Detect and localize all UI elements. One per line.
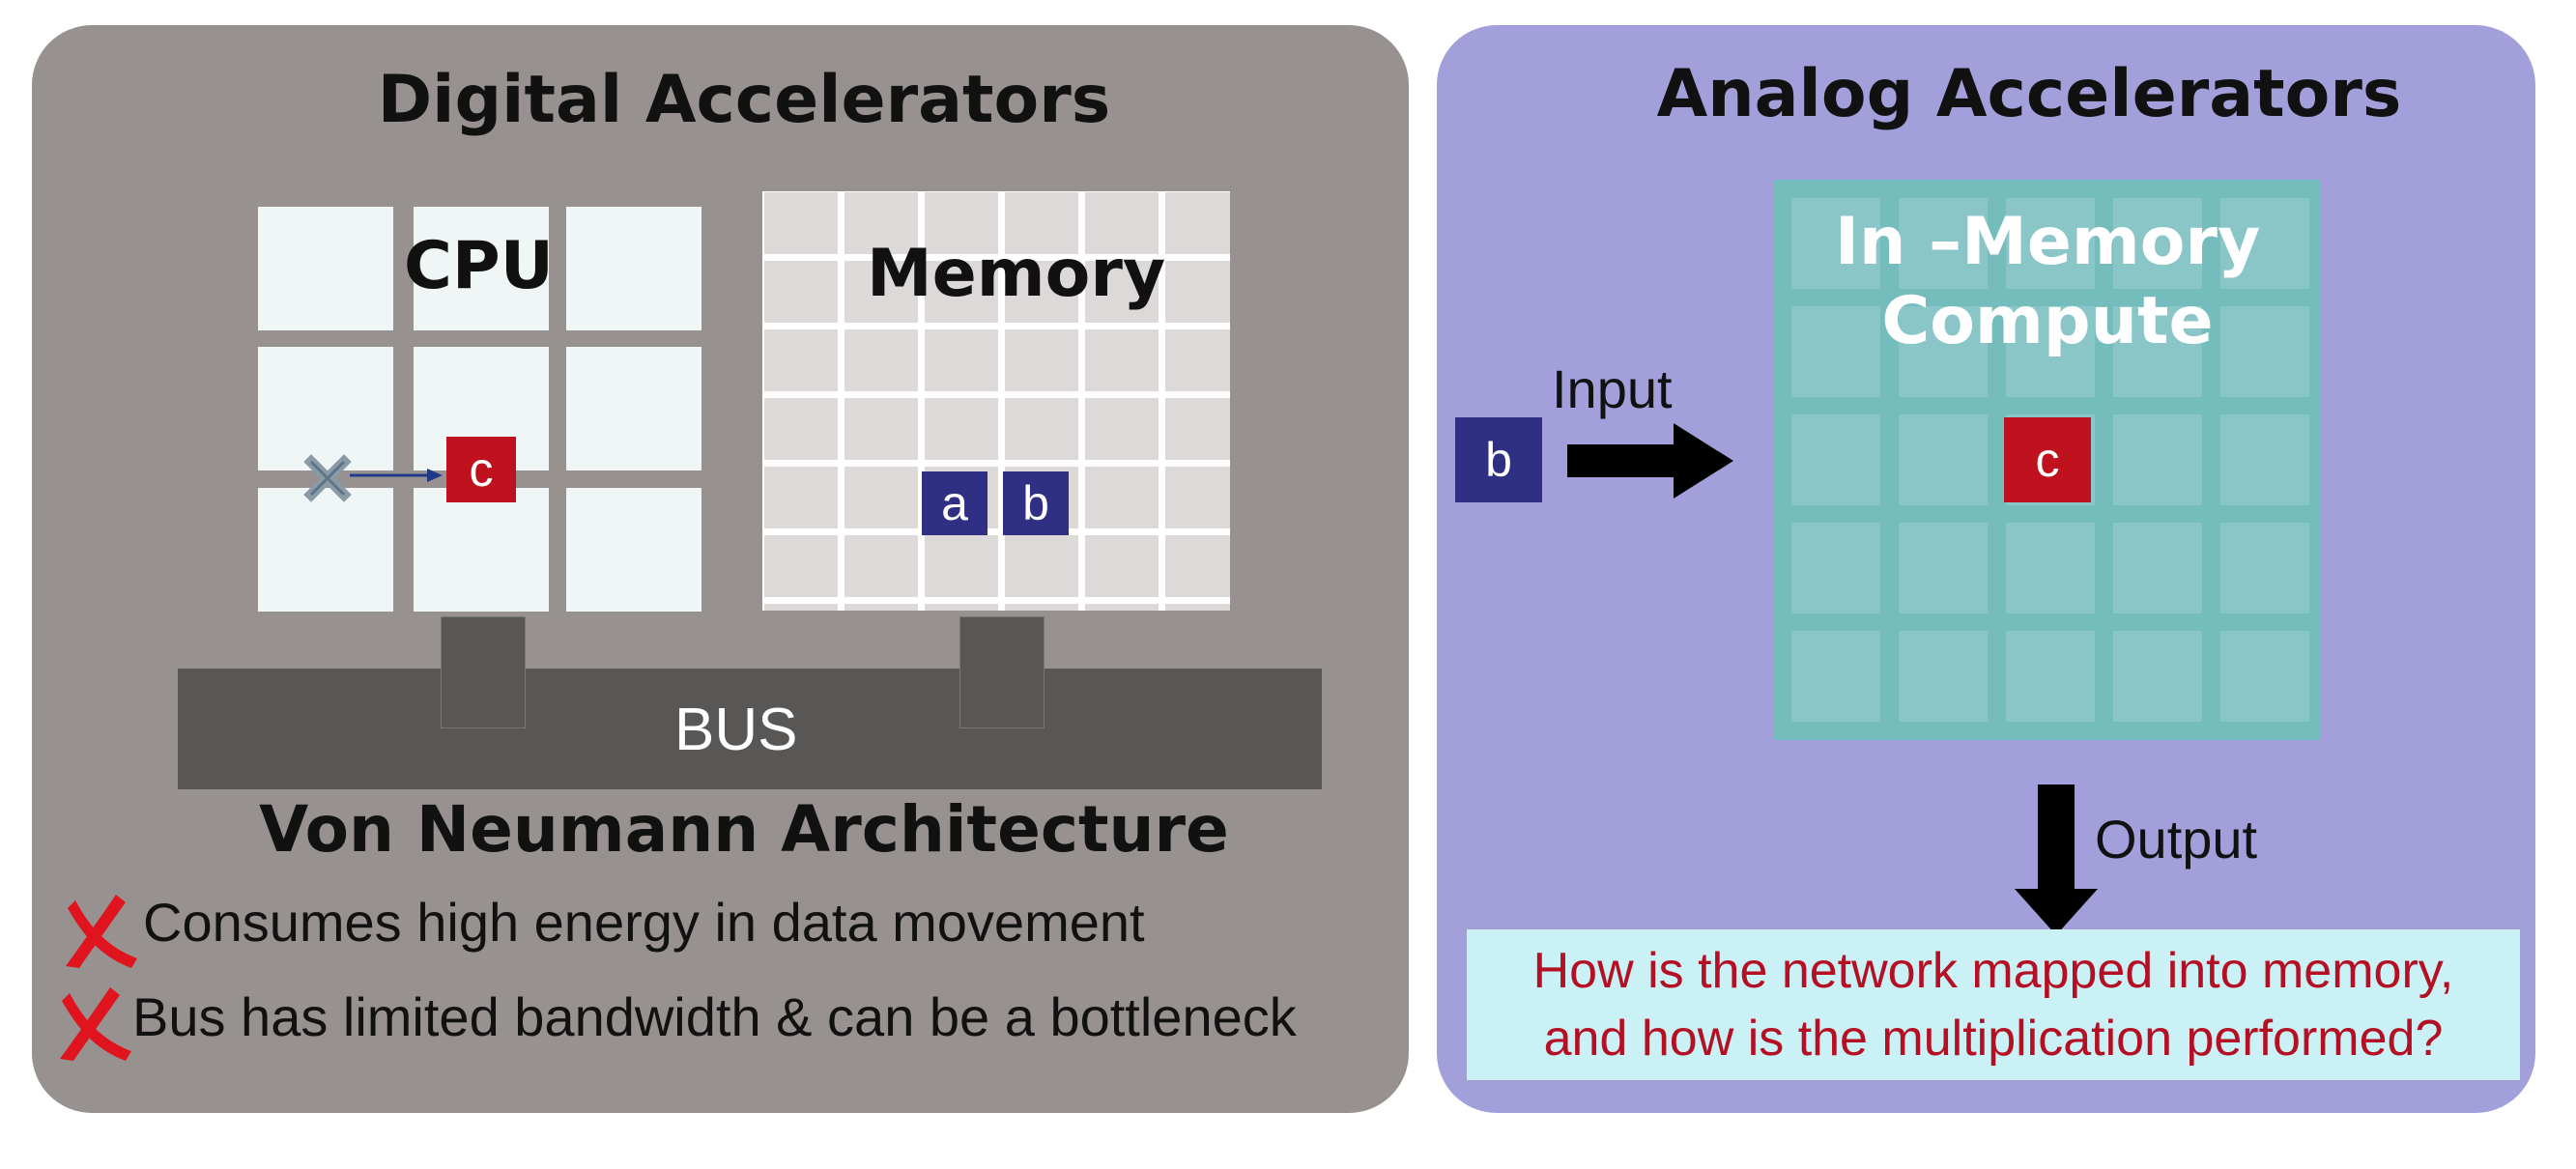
bus: [178, 669, 1322, 789]
cpu-result-cell: c: [446, 437, 516, 502]
output-arrow-icon: [2015, 784, 2098, 935]
imc-cell: [2113, 198, 2202, 289]
imc-cell: [2220, 306, 2309, 397]
imc-cell: [1899, 523, 1988, 613]
imc-cell: [1791, 198, 1880, 289]
question-line1: How is the network mapped into memory,: [1532, 943, 2454, 999]
cpu-core: [566, 488, 701, 612]
imc-cell: [1899, 306, 1988, 397]
imc-cell: [1791, 523, 1880, 613]
digital-panel-title: Digital Accelerators: [377, 62, 1111, 138]
drawback-energy: Consumes high energy in data movement: [143, 892, 1145, 953]
question-line2: and how is the multiplication performed?: [1543, 1011, 2444, 1067]
imc-title: In –Memory Compute: [1774, 203, 2321, 361]
input-value-cell: b: [1455, 417, 1542, 502]
imc-cell: [2113, 306, 2202, 397]
analog-panel-title: Analog Accelerators: [1656, 56, 2402, 132]
imc-cell: [2220, 414, 2309, 505]
memory-grid: [762, 191, 1230, 611]
memory-cell-b: b: [1003, 471, 1069, 535]
arrow-right-icon: [350, 469, 443, 482]
memory-cell-a: a: [922, 471, 987, 535]
drawback-bandwidth: Bus has limited bandwidth & can be a bot…: [132, 986, 1297, 1047]
cpu-core: [414, 207, 549, 330]
cpu-core: [566, 207, 701, 330]
imc-cell: [1899, 631, 1988, 722]
memory-label: Memory: [867, 236, 1166, 312]
cpu-core: [414, 488, 549, 612]
cpu-bus-connector: [441, 616, 526, 728]
imc-cell: [2220, 198, 2309, 289]
cpu-core: [258, 488, 393, 612]
bus-label: BUS: [674, 697, 798, 763]
imc-cell: [2006, 523, 2095, 613]
imc-cell: [2220, 523, 2309, 613]
cpu-core: [258, 207, 393, 330]
imc-cell: [1899, 198, 1988, 289]
red-cross-icon: [66, 895, 137, 968]
memory-bus-connector: [959, 616, 1045, 728]
cpu-core: [566, 347, 701, 470]
imc-title-line1: In –Memory: [1834, 204, 2261, 280]
imc-title-line2: Compute: [1881, 283, 2214, 359]
imc-cell: [1899, 414, 1988, 505]
imc-cell: [1791, 414, 1880, 505]
imc-cell: [2006, 306, 2095, 397]
cpu-label: CPU: [404, 228, 554, 304]
input-arrow-icon: [1567, 423, 1733, 499]
imc-cell: [2113, 523, 2202, 613]
question-box: How is the network mapped into memory, a…: [1467, 929, 2520, 1080]
imc-cell: [2220, 631, 2309, 722]
imc-cell: [2113, 631, 2202, 722]
red-cross-icon: [60, 987, 131, 1061]
imc-cell: [1791, 306, 1880, 397]
imc-result-cell: c: [2004, 417, 2091, 502]
imc-cell: [2006, 631, 2095, 722]
cpu-core: [258, 347, 393, 470]
imc-cell: [2113, 414, 2202, 505]
imc-cell: [1791, 631, 1880, 722]
output-label: Output: [2095, 809, 2258, 870]
multiply-icon: [303, 454, 352, 502]
input-label: Input: [1552, 358, 1673, 419]
architecture-label: Von Neumann Architecture: [259, 792, 1229, 867]
imc-cell: [2006, 198, 2095, 289]
